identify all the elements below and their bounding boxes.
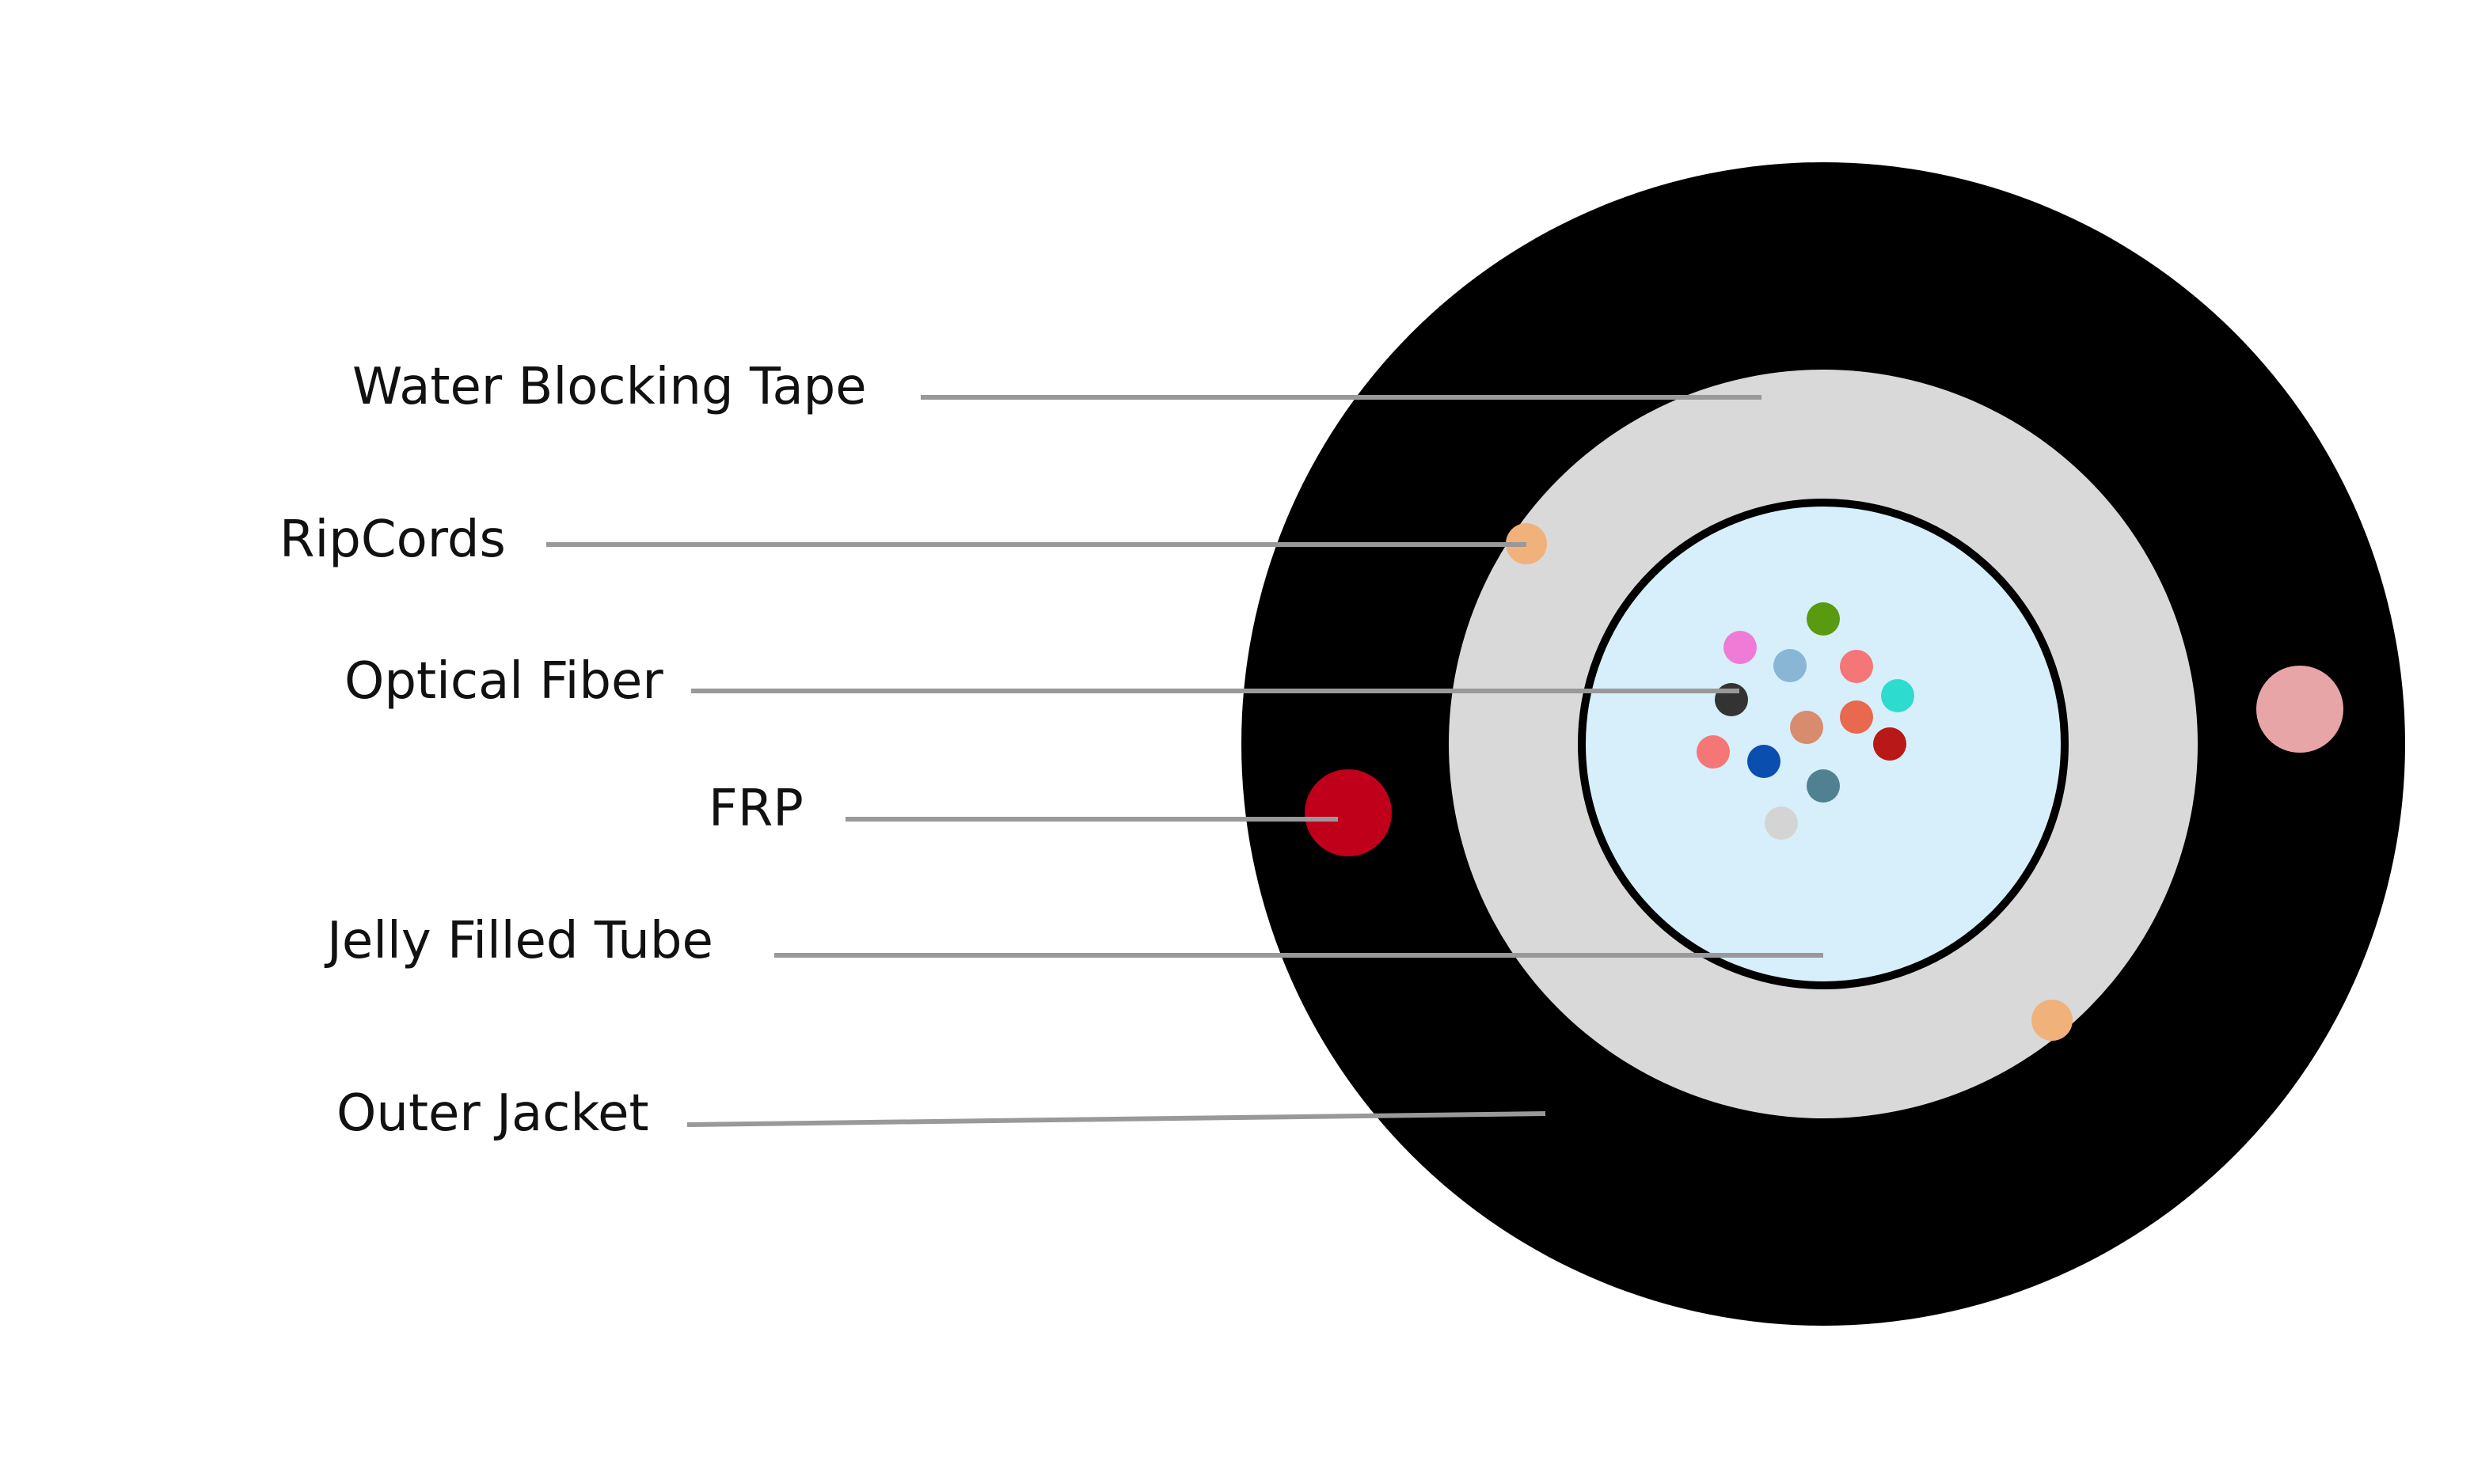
label-jelly-filled-tube: Jelly Filled Tube [324, 912, 713, 970]
leader-line-outer-jacket [686, 1111, 1546, 1127]
optical-fiber [1881, 679, 1914, 712]
optical-fiber [1807, 602, 1840, 636]
label-ripcords: RipCords [279, 510, 506, 569]
optical-fiber [1873, 727, 1906, 761]
frp-strength-member [1305, 769, 1392, 856]
label-outer-jacket: Outer Jacket [336, 1084, 649, 1143]
optical-fiber [1765, 807, 1798, 840]
side-strength-member [2256, 666, 2343, 753]
optical-fiber [1773, 649, 1807, 682]
optical-fiber [1807, 769, 1840, 803]
label-optical-fiber: Optical Fiber [344, 652, 663, 711]
label-frp: FRP [709, 780, 804, 838]
optical-fiber [1840, 700, 1873, 734]
leader-lines [546, 395, 1823, 1127]
optical-fiber [1840, 650, 1873, 683]
optical-fiber [1790, 711, 1823, 744]
ripcord-lower [2031, 1000, 2073, 1041]
component-labels: Water Blocking Tape RipCords Optical Fib… [279, 358, 867, 1143]
optical-fiber [1697, 735, 1730, 769]
optical-fiber [1747, 745, 1780, 778]
jelly-filled-tube [1578, 499, 2069, 989]
optical-fiber [1715, 683, 1748, 716]
label-water-blocking-tape: Water Blocking Tape [352, 358, 867, 416]
optical-fiber [1723, 631, 1757, 664]
